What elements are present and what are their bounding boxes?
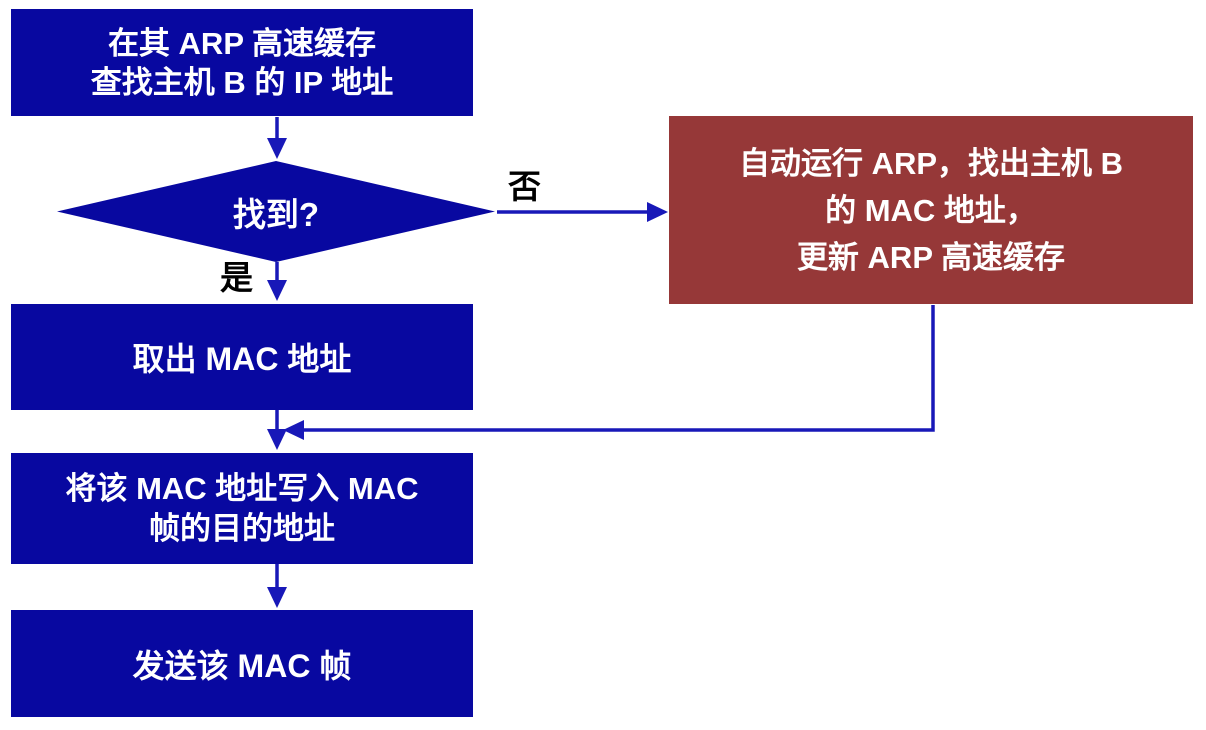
connector-decision-to-runarp [497, 202, 668, 222]
decision-found-label: 找到? [232, 195, 320, 233]
connector-extract-to-write [267, 410, 287, 450]
connector-write-to-send [267, 564, 287, 608]
edge-label-yes: 是 [220, 259, 253, 296]
node-run-arp-line2: 的 MAC 地址， [825, 192, 1037, 228]
node-send-frame: 发送该 MAC 帧 [11, 610, 473, 717]
node-extract-mac: 取出 MAC 地址 [11, 304, 473, 410]
node-lookup-line1: 在其 ARP 高速缓存 [107, 25, 377, 61]
connector-decision-to-extract [267, 262, 287, 301]
node-lookup-line2: 查找主机 B 的 IP 地址 [90, 64, 394, 100]
node-write-mac: 将该 MAC 地址写入 MAC 帧的目的地址 [11, 453, 473, 564]
node-run-arp: 自动运行 ARP，找出主机 B 的 MAC 地址， 更新 ARP 高速缓存 [669, 116, 1193, 304]
node-extract-mac-label: 取出 MAC 地址 [132, 341, 352, 377]
connector-runarp-to-join [283, 305, 935, 440]
node-write-mac-line2: 帧的目的地址 [149, 510, 335, 546]
node-run-arp-line1: 自动运行 ARP，找出主机 B [738, 145, 1124, 181]
decision-found: 找到? [57, 161, 495, 262]
node-send-frame-label: 发送该 MAC 帧 [132, 647, 352, 684]
node-lookup-arp-cache: 在其 ARP 高速缓存 查找主机 B 的 IP 地址 [11, 9, 473, 116]
edge-label-no: 否 [508, 168, 541, 205]
node-write-mac-line1: 将该 MAC 地址写入 MAC [65, 470, 419, 506]
decision-found-wrap: 找到? [57, 161, 495, 262]
node-run-arp-line3: 更新 ARP 高速缓存 [796, 239, 1066, 275]
connector-lookup-to-decision [267, 117, 287, 159]
